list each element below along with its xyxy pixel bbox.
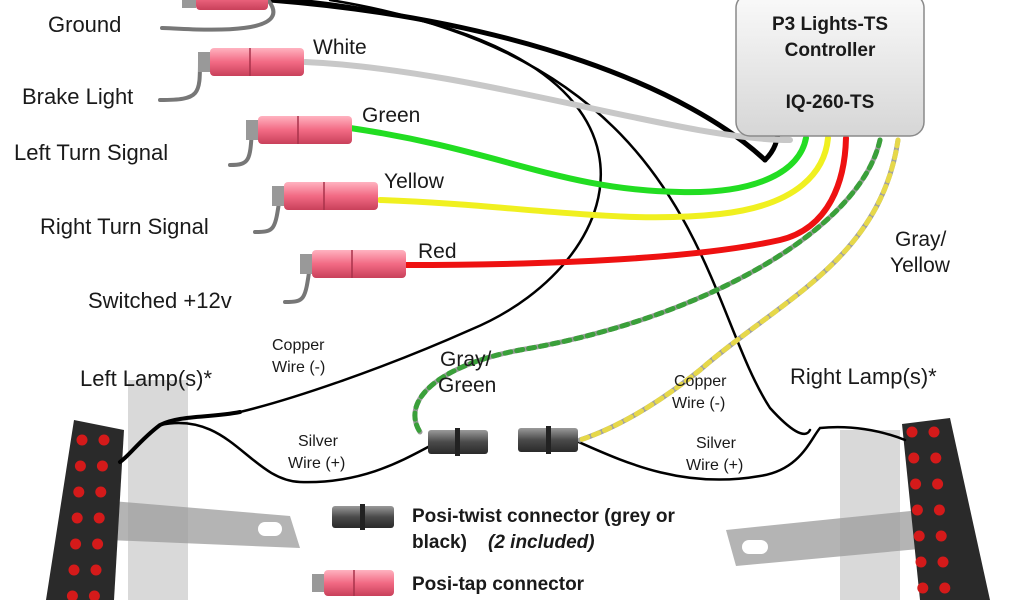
lamp-led bbox=[908, 452, 920, 464]
lamp-led bbox=[88, 590, 100, 600]
gray-green-wire-stripe bbox=[412, 137, 883, 435]
yellow-wire bbox=[377, 135, 831, 221]
lamp-led bbox=[68, 564, 80, 576]
green-wire bbox=[347, 125, 809, 196]
controller-subtitle: Controller bbox=[785, 40, 876, 61]
lamp-led bbox=[92, 538, 104, 550]
right-lamp-bar bbox=[902, 418, 990, 600]
lamp-led bbox=[96, 460, 108, 472]
right-lamp-bracket-slot bbox=[742, 540, 768, 554]
wire-labels: White Green Yellow Red Gray/ Yellow Gray… bbox=[272, 36, 951, 474]
tap-switched bbox=[300, 250, 406, 278]
circuit-labels: Ground Brake Light Left Turn Signal Righ… bbox=[14, 12, 232, 313]
lamp-led bbox=[76, 434, 88, 446]
twist-connector-right bbox=[518, 426, 578, 454]
copper-wire-right bbox=[328, 0, 812, 436]
right-lamp-leds bbox=[906, 426, 951, 594]
label-gray-green-1: Gray/ bbox=[440, 348, 492, 371]
lamp-led bbox=[932, 478, 944, 490]
label-gray-yellow-1: Gray/ bbox=[895, 228, 947, 251]
black-wires bbox=[118, 0, 907, 484]
lamp-led bbox=[95, 486, 107, 498]
label-white-wire: White bbox=[313, 36, 367, 59]
tap-brake bbox=[198, 48, 304, 76]
legend-tap-text: Posi-tap connector bbox=[412, 574, 585, 595]
lamp-led bbox=[93, 512, 105, 524]
lamp-led bbox=[98, 434, 110, 446]
label-right-lamps: Right Lamp(s)* bbox=[790, 364, 937, 389]
silver-wire-right bbox=[572, 425, 907, 481]
right-lamp bbox=[726, 418, 990, 600]
tap-left-turn bbox=[246, 116, 352, 144]
controller-box: P3 Lights-TS Controller IQ-260-TS bbox=[735, 0, 925, 137]
lamp-led bbox=[70, 538, 82, 550]
lamp-led bbox=[939, 582, 951, 594]
ground-lead bbox=[160, 0, 276, 32]
right-lamp-bracket-plate bbox=[726, 510, 930, 566]
label-red-wire: Red bbox=[418, 240, 457, 263]
label-gray-yellow-2: Yellow bbox=[890, 254, 951, 277]
label-left-turn-signal: Left Turn Signal bbox=[14, 140, 168, 165]
legend-twist-text-2: black) bbox=[412, 532, 467, 553]
label-switched-12v: Switched +12v bbox=[88, 288, 232, 313]
legend-twist-text: Posi-twist connector (grey or bbox=[412, 506, 675, 527]
left-lamp-bracket-vertical bbox=[128, 380, 188, 600]
lamp-led bbox=[930, 452, 942, 464]
lamp-led bbox=[911, 504, 923, 516]
lamp-led bbox=[933, 504, 945, 516]
left-lamp-bar bbox=[46, 420, 124, 600]
label-green-wire: Green bbox=[362, 104, 420, 127]
label-copper-left-1: Copper bbox=[272, 337, 325, 354]
lamp-led bbox=[74, 460, 86, 472]
gray-yellow-wire-stripe bbox=[577, 137, 901, 443]
label-copper-right-1: Copper bbox=[674, 373, 727, 390]
silver-wire-left bbox=[158, 421, 432, 484]
label-silver-left-1: Silver bbox=[298, 433, 339, 450]
label-silver-left-2: Wire (+) bbox=[288, 455, 345, 472]
tap-right-turn bbox=[272, 182, 378, 210]
label-copper-right-2: Wire (-) bbox=[672, 395, 725, 412]
label-copper-left-2: Wire (-) bbox=[272, 359, 325, 376]
lamp-led bbox=[910, 478, 922, 490]
lamp-led bbox=[913, 530, 925, 542]
controller-model: IQ-260-TS bbox=[786, 92, 875, 113]
red-wire bbox=[402, 135, 849, 268]
lamp-led bbox=[928, 426, 940, 438]
legend-twist-icon bbox=[332, 504, 394, 530]
label-yellow-wire: Yellow bbox=[384, 170, 445, 193]
left-lamp-bracket-slot bbox=[258, 522, 282, 536]
lamp-led bbox=[906, 426, 918, 438]
legend-twist-included: (2 included) bbox=[488, 532, 595, 553]
lamp-led bbox=[935, 530, 947, 542]
left-lamp-bracket-plate bbox=[100, 500, 300, 548]
legend: Posi-twist connector (grey or black) (2 … bbox=[312, 504, 675, 596]
lamp-led bbox=[90, 564, 102, 576]
controller-title: P3 Lights-TS bbox=[772, 14, 888, 35]
colored-wires bbox=[158, 0, 901, 443]
label-left-lamps: Left Lamp(s)* bbox=[80, 366, 212, 391]
brake-lead bbox=[158, 58, 202, 102]
white-wire bbox=[302, 59, 793, 143]
label-ground: Ground bbox=[48, 12, 121, 37]
label-right-turn-signal: Right Turn Signal bbox=[40, 214, 209, 239]
left-lamp bbox=[46, 380, 300, 600]
label-brake-light: Brake Light bbox=[22, 84, 133, 109]
tap-ground bbox=[182, 0, 268, 10]
lamp-led bbox=[66, 590, 78, 600]
lamp-led bbox=[71, 512, 83, 524]
twist-connector-left bbox=[428, 428, 488, 456]
lamp-led bbox=[917, 582, 929, 594]
label-silver-right-2: Wire (+) bbox=[686, 457, 743, 474]
left-lamp-leds bbox=[66, 434, 110, 600]
lamp-led bbox=[73, 486, 85, 498]
ground-wire bbox=[267, 0, 768, 163]
label-silver-right-1: Silver bbox=[696, 435, 737, 452]
legend-tap-icon bbox=[312, 570, 394, 596]
lamp-led bbox=[937, 556, 949, 568]
lamp-labels: Left Lamp(s)* Right Lamp(s)* bbox=[80, 364, 937, 391]
lamp-led bbox=[915, 556, 927, 568]
label-gray-green-2: Green bbox=[438, 374, 496, 397]
